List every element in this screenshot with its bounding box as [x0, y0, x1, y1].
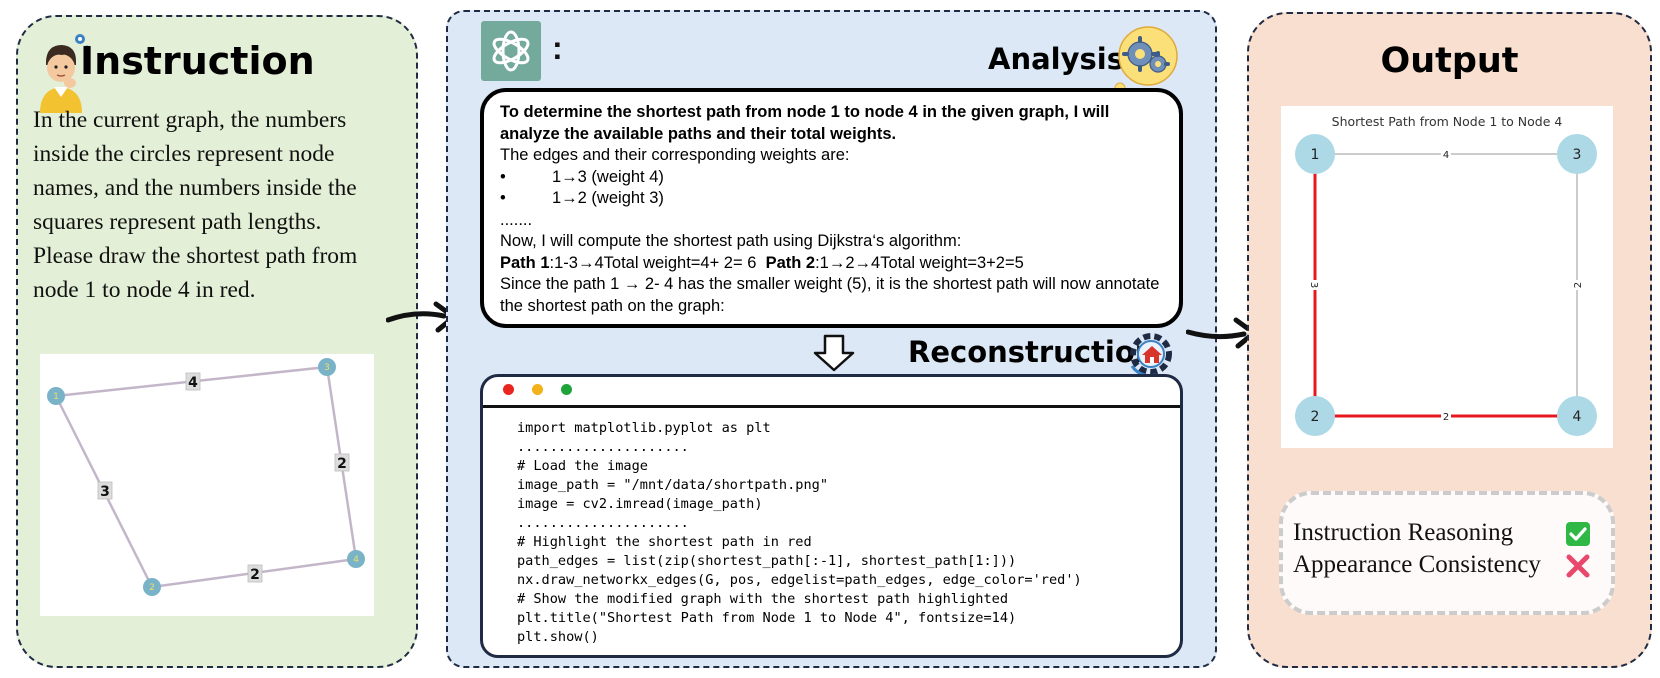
- code-line: image = cv2.imread(image_path): [517, 496, 763, 512]
- code-line: .....................: [517, 515, 689, 531]
- code-line: image_path = "/mnt/data/shortpath.png": [517, 477, 828, 493]
- speaker-colon: :: [552, 30, 563, 66]
- code-block: import matplotlib.pyplot as plt.........…: [517, 419, 1082, 647]
- graph-node-label: 3: [324, 363, 330, 373]
- path2-text: :1→2→4Total weight=3+2=5: [815, 253, 1024, 272]
- cross-icon: [1566, 554, 1590, 578]
- instruction-line: inside the circles represent node: [33, 141, 335, 167]
- close-dot-icon: [503, 384, 514, 395]
- code-line: # Show the modified graph with the short…: [517, 591, 1009, 607]
- gear-house-icon: [1130, 333, 1172, 378]
- output-panel: Output Shortest Path from Node 1 to Node…: [1247, 12, 1652, 668]
- output-graph-title: Shortest Path from Node 1 to Node 4: [1332, 114, 1563, 129]
- instruction-line: node 1 to node 4 in red.: [33, 277, 256, 303]
- output-title: Output: [1380, 41, 1519, 81]
- code-line: plt.title("Shortest Path from Node 1 to …: [517, 610, 1017, 626]
- analysis-ellipsis: .......: [500, 210, 533, 229]
- code-window-titlebar: [483, 377, 1180, 408]
- chatgpt-logo-icon: [481, 21, 541, 81]
- graph-node-label: 3: [1573, 147, 1582, 163]
- analysis-bullet: • 1→3 (weight 4): [500, 167, 1163, 189]
- bullet-text: 1→3 (weight 4): [552, 167, 664, 186]
- analysis-intro: To determine the shortest path from node…: [500, 103, 1110, 143]
- bullet-symbol: •: [500, 189, 506, 207]
- instruction-line: Please draw the shortest path from: [33, 243, 358, 269]
- reconstruction-title: Reconstruction: [908, 335, 1156, 369]
- graph-node-label: 2: [1311, 409, 1320, 425]
- graph-node-label: 1: [1311, 147, 1320, 163]
- code-line: import matplotlib.pyplot as plt: [517, 420, 771, 436]
- check-icon: [1566, 522, 1590, 546]
- analysis-conclusion: Since the path 1 → 2- 4 has the smaller …: [500, 275, 1160, 315]
- graph-node-label: 2: [149, 583, 155, 593]
- analysis-panel: : Analysis To determine the shortest pat…: [446, 10, 1217, 668]
- edge-weight-label: 2: [1573, 282, 1584, 288]
- instruction-title: Instruction: [80, 39, 315, 83]
- down-arrow-icon: [813, 334, 855, 372]
- minimize-dot-icon: [532, 384, 543, 395]
- code-window: import matplotlib.pyplot as plt.........…: [480, 374, 1183, 658]
- edge-weight-label: 2: [1443, 412, 1449, 423]
- instruction-line: In the current graph, the numbers: [33, 107, 347, 133]
- edge-weight-label: 3: [1308, 282, 1319, 288]
- evaluation-box: Instruction Reasoning Appearance Consist…: [1279, 491, 1615, 615]
- instruction-line: names, and the numbers inside the: [33, 175, 357, 201]
- edge-weight-label: 2: [337, 456, 347, 472]
- thinking-person-icon: [40, 34, 91, 113]
- analysis-bullet: • 1→2 (weight 3): [500, 188, 1163, 210]
- analysis-edges-line: The edges and their corresponding weight…: [500, 146, 850, 164]
- analysis-compute-line: Now, I will compute the shortest path us…: [500, 232, 962, 250]
- edge-weight-label: 4: [1443, 150, 1449, 161]
- instruction-text: In the current graph, the numbers inside…: [33, 103, 413, 307]
- bullet-text: 1→2 (weight 3): [552, 189, 664, 207]
- code-line: nx.draw_networkx_edges(G, pos, edgelist=…: [517, 572, 1082, 588]
- eval-instruction-reasoning: Instruction Reasoning: [1293, 519, 1514, 546]
- analysis-paths: Path 1:1-3→4Total weight=4+ 2= 6 Path 2:…: [500, 253, 1163, 275]
- gears-thought-icon: [1112, 26, 1178, 96]
- edge-weight-label: 4: [188, 375, 198, 391]
- bullet-symbol: •: [500, 167, 506, 186]
- path2-label: Path 2: [765, 253, 816, 272]
- path1-label: Path 1: [500, 253, 550, 272]
- edge-weight-label: 3: [100, 484, 110, 500]
- edge-weight-label: 2: [250, 567, 260, 583]
- analysis-response-box: To determine the shortest path from node…: [480, 88, 1183, 328]
- code-line: # Highlight the shortest path in red: [517, 534, 812, 550]
- analysis-title: Analysis: [988, 42, 1124, 76]
- input-graph-image: 4 3 2 2 1 3 4 2: [40, 354, 374, 616]
- code-line: path_edges = list(zip(shortest_path[:-1]…: [517, 553, 1017, 569]
- eval-appearance-consistency: Appearance Consistency: [1293, 551, 1541, 578]
- maximize-dot-icon: [561, 384, 572, 395]
- code-line: plt.show(): [517, 629, 599, 645]
- graph-node-label: 4: [353, 555, 359, 565]
- code-line: .....................: [517, 439, 689, 455]
- instruction-panel: Instruction In the current graph, the nu…: [16, 15, 418, 668]
- graph-node-label: 4: [1573, 409, 1582, 425]
- output-graph-image: Shortest Path from Node 1 to Node 4 4 3 …: [1281, 106, 1613, 448]
- path1-text: :1-3→4Total weight=4+ 2= 6: [549, 253, 757, 272]
- instruction-line: squares represent path lengths.: [33, 209, 322, 235]
- code-line: # Load the image: [517, 458, 648, 474]
- graph-node-label: 1: [53, 392, 59, 402]
